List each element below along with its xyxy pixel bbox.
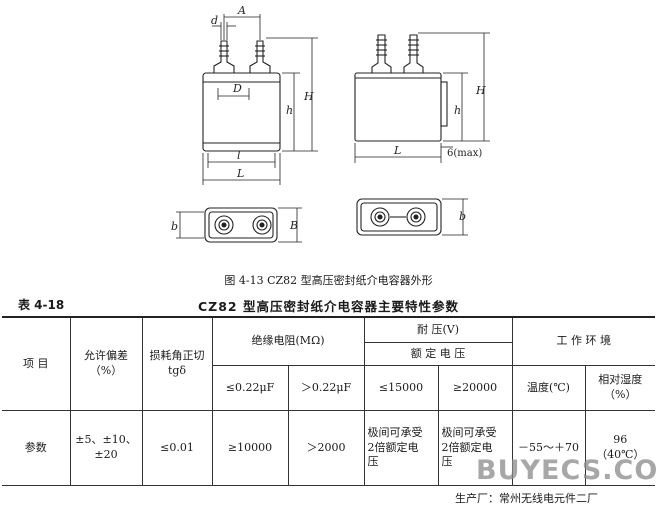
- top-view-left: [204, 207, 278, 243]
- dim-label-6max: 6(max): [447, 148, 482, 159]
- dim-label-D: D: [232, 82, 242, 95]
- header-tolerance: 允许偏差 （%）: [69, 316, 143, 411]
- site-watermark: BUYECS.COM: [476, 455, 657, 486]
- header-ins-high: ＞0.22μF: [287, 365, 365, 411]
- header-withstand-voltage: 耐 压(V): [363, 316, 513, 343]
- cell-v-low: 极间可承受 2倍额定电 压: [363, 410, 439, 486]
- dim-label-l: l: [237, 149, 241, 162]
- dim-label-b-side: b: [459, 210, 466, 223]
- dim-label-B: B: [289, 219, 298, 232]
- spec-table: 项 目 允许偏差 （%） 损耗角正切 tgδ 绝缘电阻(MΩ) 耐 压(V) 工…: [2, 316, 655, 486]
- header-temperature: 温度(℃): [511, 365, 586, 411]
- dim-label-L-side: L: [393, 144, 401, 157]
- figure-caption: 图 4-13 CZ82 型高压密封纸介电容器外形: [224, 274, 433, 287]
- dim-label-d: d: [211, 14, 218, 27]
- dim-label-h-side: h: [454, 104, 461, 117]
- capacitor-outline-drawing: d A D h H l L b B h H L 6(max) b: [171, 4, 490, 243]
- dim-label-h: h: [286, 104, 293, 117]
- header-v-low: ≤15000: [363, 365, 439, 411]
- header-ins-low: ≤0.22μF: [211, 365, 289, 411]
- header-humidity: 相对湿度 （%）: [584, 365, 655, 411]
- front-view: [202, 40, 281, 152]
- dim-label-H-side: H: [475, 84, 486, 97]
- cell-loss: ≤0.01: [141, 410, 213, 486]
- header-item: 项 目: [2, 316, 71, 411]
- top-view-right: [356, 198, 442, 236]
- table-title: CZ82 型高压密封纸介电容器主要特性参数: [198, 299, 459, 314]
- cell-temperature: －55～＋70: [511, 410, 586, 486]
- row-label: 参数: [2, 410, 71, 486]
- table-number: 表 4-18: [18, 298, 65, 312]
- cell-humidity: 96 （40℃）: [584, 410, 655, 486]
- dim-label-b: b: [171, 220, 178, 233]
- header-environment: 工 作 环 境: [511, 316, 655, 366]
- header-v-high: ≥20000: [437, 365, 513, 411]
- header-rated-voltage: 额 定 电 压: [363, 342, 513, 366]
- side-view: [354, 34, 448, 142]
- producer-note: 生产厂：常州无线电元件二厂: [455, 492, 598, 505]
- dim-label-H: H: [303, 90, 314, 103]
- dim-label-A: A: [237, 4, 246, 17]
- cell-ins-low: ≥10000: [211, 410, 289, 486]
- header-insulation: 绝缘电阻(MΩ): [211, 316, 365, 366]
- cell-ins-high: ＞2000: [287, 410, 365, 486]
- header-loss-tangent: 损耗角正切 tgδ: [141, 316, 213, 411]
- dim-label-L: L: [236, 167, 244, 180]
- cell-tolerance: ±5、±10、 ±20: [69, 410, 143, 486]
